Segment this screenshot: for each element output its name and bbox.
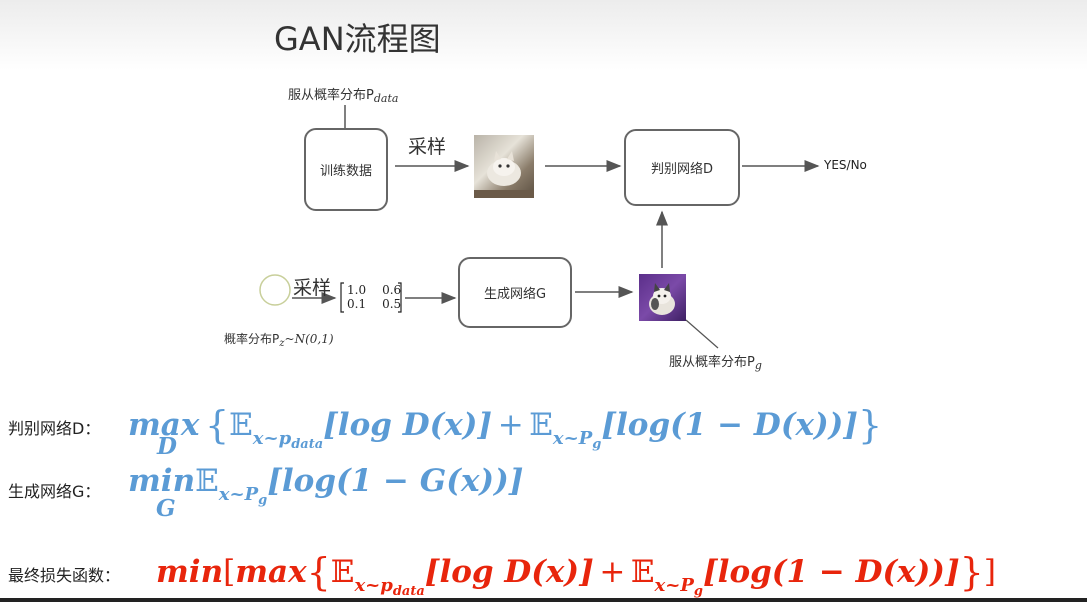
generated-sample-image [639, 274, 686, 321]
min-subscript: G [156, 495, 176, 522]
gen-formula: min𝔼x~Pg[log(1 − G(x))] [128, 463, 524, 508]
gen-dist-label: 服从概率分布Pg [669, 355, 762, 372]
matrix-cell: 0.1 [347, 297, 367, 311]
top-shade [0, 0, 1087, 70]
matrix-row-2: 0.1 0.5 [347, 297, 401, 311]
sample-label-bottom: 采样 [293, 277, 332, 299]
max-subscript: D [157, 433, 177, 460]
bottom-bar [0, 598, 1087, 602]
matrix-cell: 0.6 [382, 283, 402, 297]
loss-formula: min[max{𝔼x~pdata[log D(x)] + 𝔼x~Pg[log(1… [156, 550, 996, 599]
real-sample-image [474, 135, 534, 198]
min-operator: min [128, 463, 196, 499]
matrix-bracket-left [340, 282, 344, 313]
sample-label-top: 采样 [408, 136, 447, 158]
disc-formula: max {𝔼x~pdata[log D(x)] + 𝔼x~Pg[log(1 − … [128, 403, 883, 452]
noise-dist-label: 概率分布Pz~N(0,1) [224, 332, 334, 349]
loss-formula-label: 最终损失函数： [8, 566, 121, 585]
matrix-cell: 0.5 [382, 297, 402, 311]
noise-matrix: 1.0 0.6 0.1 0.5 [347, 283, 401, 311]
noise-circle [259, 274, 291, 306]
matrix-cell: 1.0 [347, 283, 367, 297]
generator-box: 生成网络G [458, 257, 572, 328]
training-data-box: 训练数据 [304, 128, 388, 211]
page-title: GAN流程图 [274, 20, 441, 58]
generated-cat-icon [649, 283, 675, 315]
gen-formula-label: 生成网络G： [8, 482, 101, 501]
discriminator-box: 判别网络D [624, 129, 740, 206]
disc-formula-label: 判别网络D： [8, 419, 101, 438]
matrix-bracket-right [398, 282, 402, 313]
train-dist-label: 服从概率分布Pdata [288, 88, 399, 105]
output-label: YES/No [824, 158, 867, 172]
real-cat-icon [474, 151, 534, 198]
gen-label-connector [685, 319, 719, 349]
matrix-row-1: 1.0 0.6 [347, 283, 401, 297]
max-operator: max [128, 407, 200, 443]
